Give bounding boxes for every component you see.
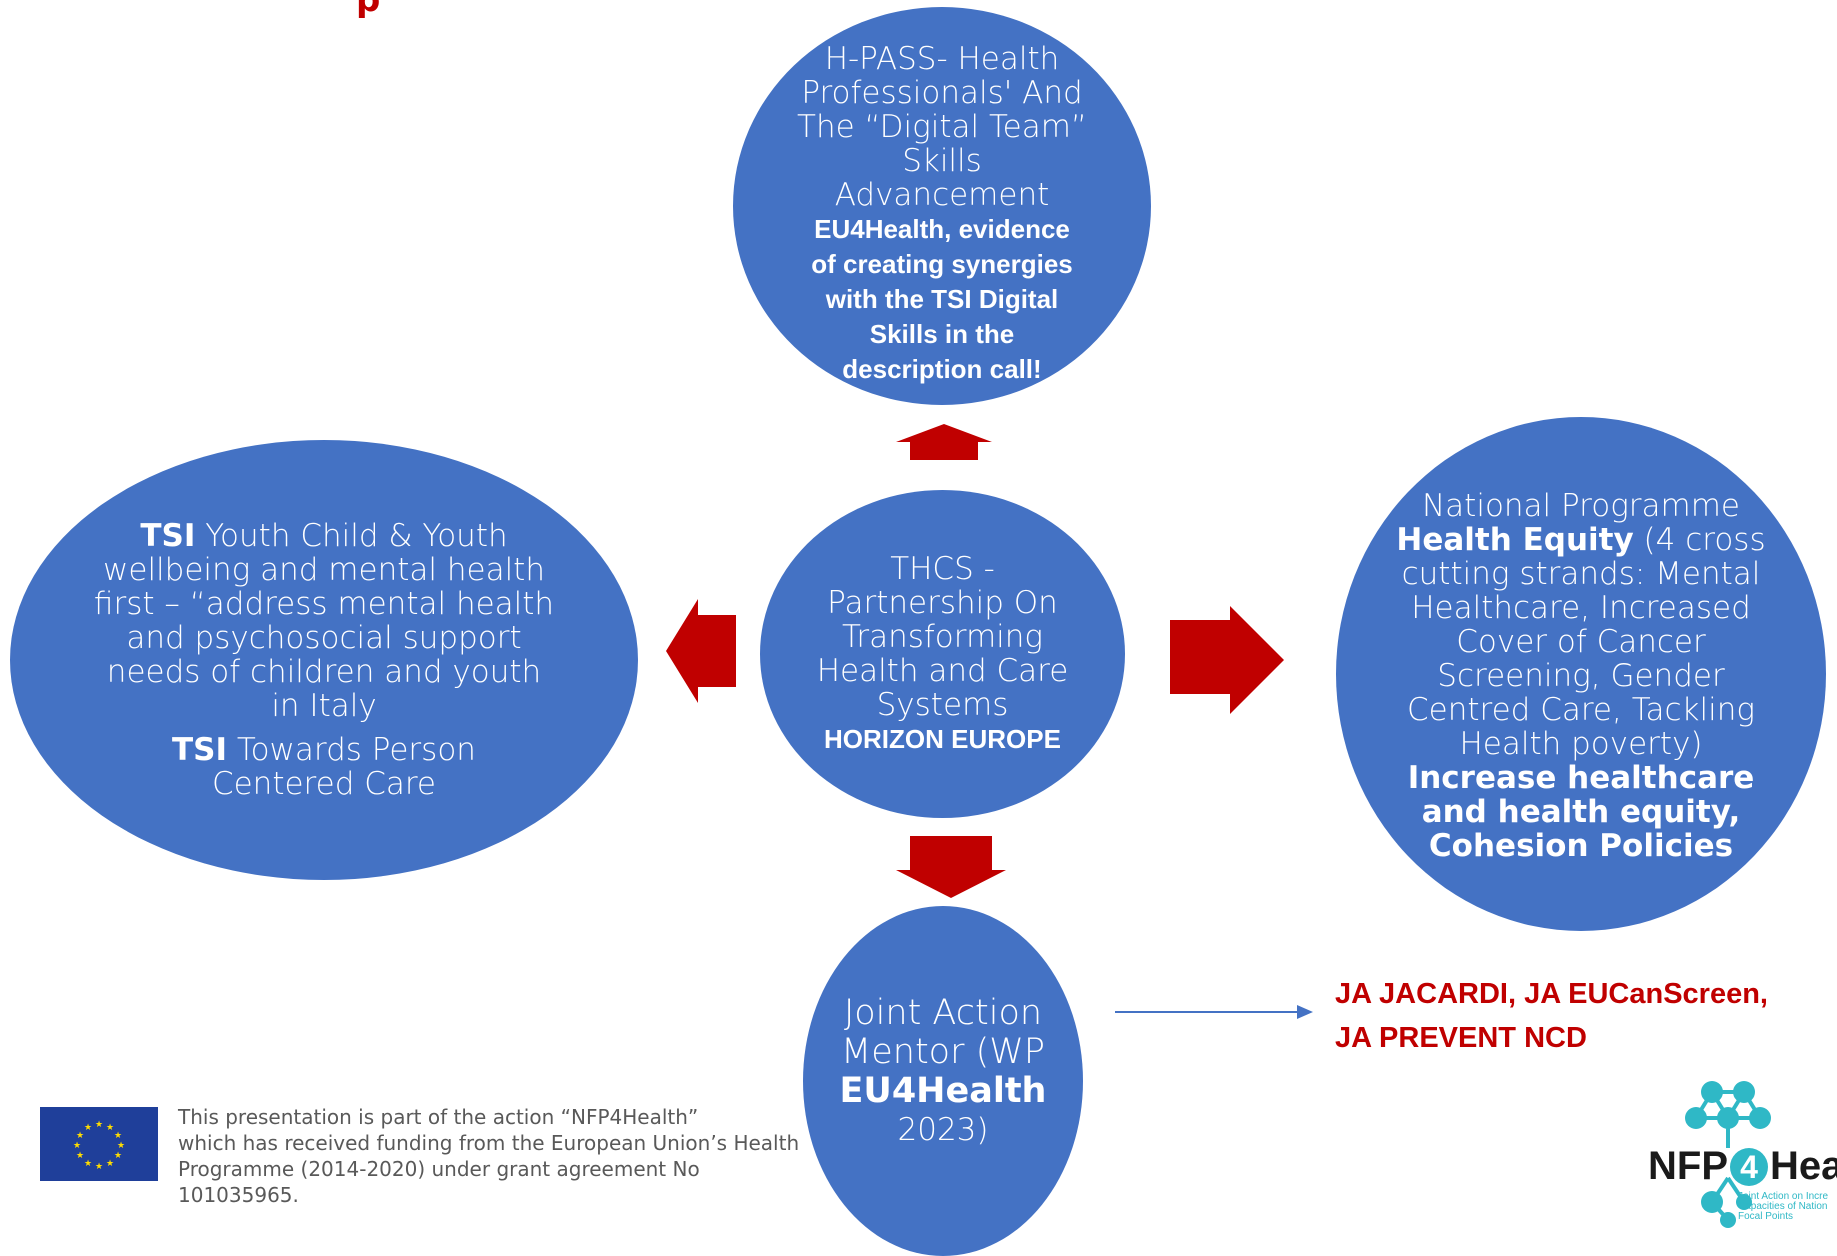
node-tsi-line: Centered Care [211, 766, 437, 802]
node-hpass-bold-line: EU4Health, evidence [814, 213, 1070, 244]
node-hpass-line: Professionals' And [801, 74, 1083, 111]
node-np-line: Health Equity (4 cross [1396, 523, 1765, 557]
node-thcs-line: Systems [876, 686, 1009, 723]
molecule-icon [1685, 1081, 1771, 1228]
logo-tagline-line: Focal Points [1738, 1211, 1794, 1222]
node-tsi-line: and psychosocial support [126, 620, 522, 656]
node-np-line-rest: (4 cross [1633, 522, 1766, 558]
node-jam-bold-line: EU4Health [839, 1071, 1047, 1111]
arrow-left [666, 599, 736, 703]
footnote-line: Programme (2014-2020) under grant agreem… [178, 1157, 700, 1207]
node-joint-action-mentor: Joint Action Mentor (WP EU4Health 2023) [803, 906, 1083, 1256]
connector-arrow [1115, 1005, 1313, 1019]
node-thcs: THCS - Partnership On Transforming Healt… [760, 490, 1125, 818]
node-hpass-line: Advancement [834, 176, 1050, 213]
svg-text:★: ★ [84, 1159, 92, 1169]
node-tsi-line: needs of children and youth [106, 654, 542, 690]
node-jam-line: Mentor (WP [841, 1032, 1045, 1072]
svg-text:★: ★ [114, 1151, 122, 1161]
svg-text:★: ★ [95, 1120, 103, 1130]
node-np-line: Healthcare, Increased [1411, 590, 1751, 626]
node-np-line: Health poverty) [1459, 726, 1703, 762]
svg-text:★: ★ [95, 1162, 103, 1172]
node-tsi-line-rest: Youth Child & Youth [195, 518, 508, 554]
logo-suffix: Healt [1770, 1144, 1837, 1188]
eu-flag-icon: ★ ★ ★ ★ ★ ★ ★ ★ ★ ★ ★ ★ [40, 1107, 158, 1181]
node-np-bold-line: Increase healthcare [1407, 760, 1755, 796]
logo-prefix: NFP [1648, 1144, 1728, 1188]
funding-footnote: This presentation is part of the action … [178, 1104, 818, 1208]
footnote-line: This presentation is part of the action … [178, 1105, 699, 1129]
node-tsi-line: first – “address mental health [93, 586, 555, 622]
logo-wordmark: NFP 4 Healt [1648, 1144, 1837, 1189]
node-hpass: H-PASS- Health Professionals' And The “D… [733, 7, 1151, 405]
node-tsi-line-rest: Towards Person [227, 732, 476, 768]
svg-text:★: ★ [117, 1141, 125, 1151]
node-np-label: Health Equity [1396, 522, 1634, 558]
node-hpass-line: H-PASS- Health [824, 40, 1060, 77]
node-np-bold-line: Cohesion Policies [1428, 828, 1734, 864]
logo-tagline-line: Joint Action on Incre [1738, 1191, 1829, 1202]
svg-text:★: ★ [106, 1159, 114, 1169]
svg-text:★: ★ [76, 1131, 84, 1141]
svg-text:★: ★ [106, 1123, 114, 1133]
node-hpass-line: The “Digital Team” [797, 108, 1087, 145]
node-tsi: TSI Youth Child & Youth wellbeing and me… [10, 440, 638, 880]
node-tsi-line: wellbeing and mental health [103, 552, 545, 588]
footnote-line: which has received funding from the Euro… [178, 1131, 800, 1155]
node-thcs-bold-line: HORIZON EUROPE [824, 723, 1061, 754]
logo-digit: 4 [1730, 1147, 1768, 1186]
node-hpass-bold-line: description call! [842, 353, 1042, 384]
node-tsi-line: TSI Youth Child & Youth [140, 519, 507, 553]
svg-text:★: ★ [114, 1131, 122, 1141]
arrow-down [896, 836, 1006, 898]
node-thcs-line: Health and Care [816, 652, 1069, 689]
svg-text:★: ★ [76, 1151, 84, 1161]
svg-text:★: ★ [73, 1141, 81, 1151]
node-np-bold-line: and health equity, [1421, 794, 1741, 830]
node-thcs-line: THCS - [890, 550, 995, 587]
node-hpass-bold-line: of creating synergies [811, 248, 1073, 279]
ja-list: JA JACARDI, JA EUCanScreen, JA PREVENT N… [1335, 972, 1768, 1060]
node-hpass-bold-line: with the TSI Digital [825, 283, 1059, 314]
arrow-right [1170, 606, 1284, 714]
node-np-line: Centred Care, Tackling [1407, 692, 1755, 728]
logo-tagline-line: Capacities of Nation [1738, 1201, 1828, 1212]
node-thcs-line: Partnership On [827, 584, 1058, 621]
logo-tagline: Joint Action on Incre Capacities of Nati… [1738, 1192, 1828, 1222]
node-national-programme: National Programme Health Equity (4 cros… [1336, 417, 1826, 931]
node-hpass-line: Skills [902, 142, 982, 179]
node-tsi-label: TSI [140, 518, 196, 554]
title-fragment: p [356, 0, 381, 20]
node-np-line: Screening, Gender [1437, 658, 1725, 694]
node-tsi-line: in Italy [271, 688, 377, 724]
ja-list-line: JA PREVENT NCD [1335, 1022, 1587, 1054]
node-tsi-line: TSI Towards Person [172, 733, 476, 767]
node-np-line: cutting strands: Mental [1401, 556, 1761, 592]
node-tsi-label: TSI [172, 732, 228, 768]
arrow-up [896, 424, 992, 460]
svg-text:★: ★ [84, 1123, 92, 1133]
nfp4health-logo: NFP 4 Healt Joint Action on Incre Capaci… [1640, 1080, 1837, 1228]
node-jam-line: Joint Action [843, 993, 1043, 1033]
node-np-line: National Programme [1421, 488, 1741, 524]
node-hpass-bold-line: Skills in the [869, 318, 1015, 349]
node-np-line: Cover of Cancer [1456, 624, 1706, 660]
node-thcs-line: Transforming [841, 618, 1044, 655]
node-jam-line: 2023) [897, 1112, 989, 1148]
ja-list-line: JA JACARDI, JA EUCanScreen, [1335, 978, 1768, 1010]
